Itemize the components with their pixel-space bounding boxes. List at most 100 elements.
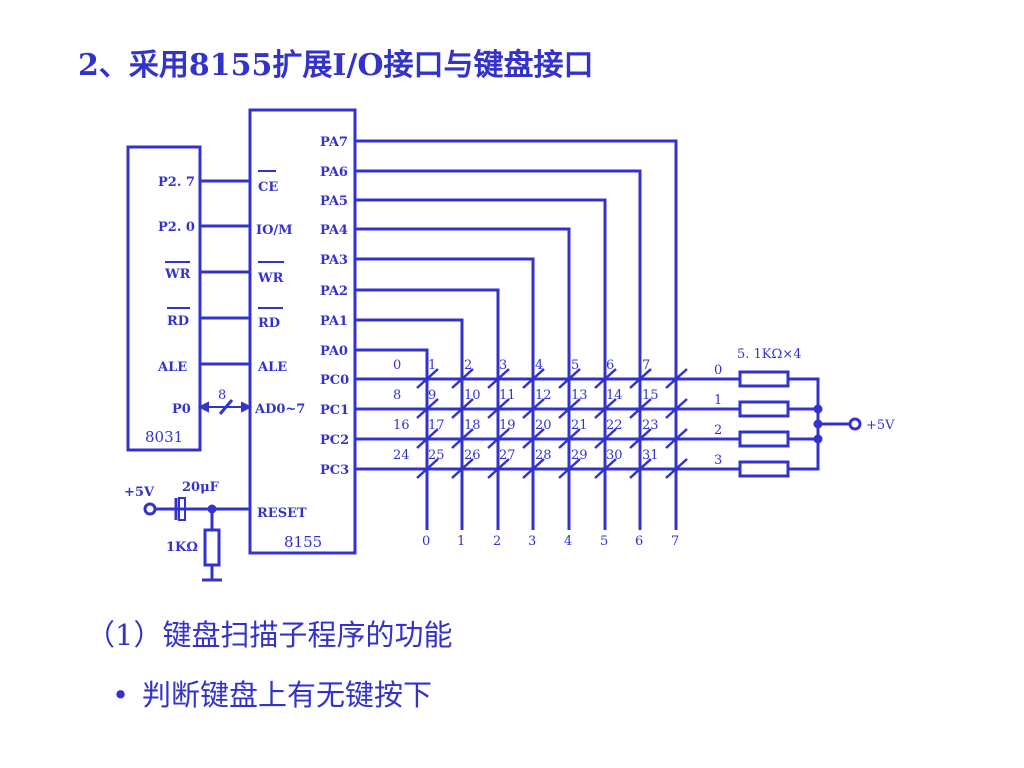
column-label: 7 <box>671 534 679 549</box>
key-number: 16 <box>393 418 410 433</box>
wire-pa4 <box>355 227 571 530</box>
key-number: 30 <box>606 448 623 463</box>
chip-8031-box <box>126 145 202 452</box>
label-8155-ad07: AD0~7 <box>254 402 305 417</box>
key-switch <box>665 398 688 419</box>
column-label: 6 <box>635 534 643 549</box>
label-chip-8031: 8031 <box>145 428 183 446</box>
label-reset-capacitor: 20μF <box>182 480 220 495</box>
key-switch <box>558 428 581 449</box>
column-label: 0 <box>422 534 430 549</box>
key-switch <box>665 458 688 479</box>
label-8155-iom: IO/M <box>256 223 293 238</box>
key-switch <box>451 368 474 389</box>
label-bus-width: 8 <box>218 388 226 403</box>
key-switch <box>451 428 474 449</box>
key-number: 4 <box>535 358 543 373</box>
label-8155-right-pin: PA5 <box>320 194 348 209</box>
key-switch <box>487 398 510 419</box>
key-number: 21 <box>571 418 588 433</box>
key-number: 11 <box>499 388 516 403</box>
key-number: 31 <box>642 448 659 463</box>
key-number: 15 <box>642 388 659 403</box>
label-8155-right-pin: PC1 <box>320 403 349 418</box>
label-pullup-resistors: 5. 1KΩ×4 <box>737 347 801 362</box>
key-switch <box>665 428 688 449</box>
wire-pa2 <box>355 288 500 530</box>
key-switch <box>522 368 545 389</box>
key-switch <box>594 368 617 389</box>
label-8031-p0: P0 <box>172 402 191 417</box>
key-switch <box>594 398 617 419</box>
key-number: 14 <box>606 388 623 403</box>
wire-pa7 <box>355 139 678 530</box>
label-8155-right-pin: PA3 <box>320 253 348 268</box>
label-8031-rd: RD <box>167 314 189 329</box>
key-number: 20 <box>535 418 552 433</box>
label-8155-right-pin: PA4 <box>320 223 348 238</box>
label-row-0: 0 <box>714 363 722 378</box>
label-8155-right-pin: PA1 <box>320 314 348 329</box>
bullet-text: 判断键盘上有无键按下 <box>142 678 433 712</box>
key-switch <box>665 368 688 389</box>
key-number: 23 <box>642 418 659 433</box>
label-8155-rd: RD <box>258 316 280 331</box>
column-label: 4 <box>564 534 572 549</box>
label-pullup-vcc: +5V <box>866 418 895 433</box>
key-switch <box>522 428 545 449</box>
key-number: 2 <box>464 358 472 373</box>
key-switch <box>594 428 617 449</box>
label-reset-resistor: 1KΩ <box>166 540 198 555</box>
key-switch <box>416 368 439 389</box>
key-number: 0 <box>393 358 401 373</box>
label-8155-right-pin: PA7 <box>320 135 348 150</box>
column-label: 2 <box>493 534 501 549</box>
key-number: 6 <box>606 358 614 373</box>
key-number: 7 <box>642 358 650 373</box>
bullet-dot: • <box>112 678 130 712</box>
key-switch <box>522 458 545 479</box>
bullet-item: • 判断键盘上有无键按下 <box>112 672 432 714</box>
label-8155-right-pin: PA6 <box>320 165 348 180</box>
key-switch <box>487 368 510 389</box>
label-8155-right-pin: PC3 <box>320 463 349 478</box>
label-8155-reset: RESET <box>257 506 307 521</box>
key-switch <box>629 368 652 389</box>
label-8031-p20: P2. 0 <box>158 220 195 235</box>
slide-title: 2、采用8155扩展I/O接口与键盘接口 <box>78 48 594 83</box>
vcc-terminal-reset <box>143 502 157 516</box>
subtitle: （1）键盘扫描子程序的功能 <box>86 618 453 652</box>
key-number: 10 <box>464 388 481 403</box>
pullup-resistor-3 <box>738 460 790 478</box>
keyboard-interface-circuit: P2. 7 P2. 0 WR RD ALE P0 8031 8 CE IO/M … <box>124 108 895 582</box>
vcc-terminal-pullup <box>848 417 862 431</box>
key-switch <box>558 398 581 419</box>
key-number: 1 <box>428 358 436 373</box>
label-chip-8155: 8155 <box>284 533 322 551</box>
column-label: 5 <box>600 534 608 549</box>
key-number: 25 <box>428 448 445 463</box>
key-number: 27 <box>499 448 516 463</box>
key-number: 24 <box>393 448 410 463</box>
pullup-resistor-0 <box>738 370 790 388</box>
label-8155-ce: CE <box>258 180 278 195</box>
chip-8155-box <box>248 108 357 555</box>
label-8031-ale: ALE <box>157 360 187 375</box>
key-switch <box>629 458 652 479</box>
key-switch <box>522 398 545 419</box>
label-8155-right-pin: PA0 <box>320 344 348 359</box>
key-switch <box>594 458 617 479</box>
key-number: 26 <box>464 448 481 463</box>
reset-resistor <box>203 528 221 567</box>
label-row-3: 3 <box>714 453 722 468</box>
key-switch <box>558 458 581 479</box>
pullup-resistor-1 <box>738 400 790 418</box>
key-number: 5 <box>571 358 579 373</box>
key-number: 19 <box>499 418 516 433</box>
label-8155-right-pin: PC0 <box>320 373 349 388</box>
key-switch <box>451 398 474 419</box>
label-8031-p27: P2. 7 <box>158 175 195 190</box>
key-number: 8 <box>393 388 401 403</box>
label-8155-right-pin: PA2 <box>320 284 348 299</box>
key-switch <box>629 428 652 449</box>
